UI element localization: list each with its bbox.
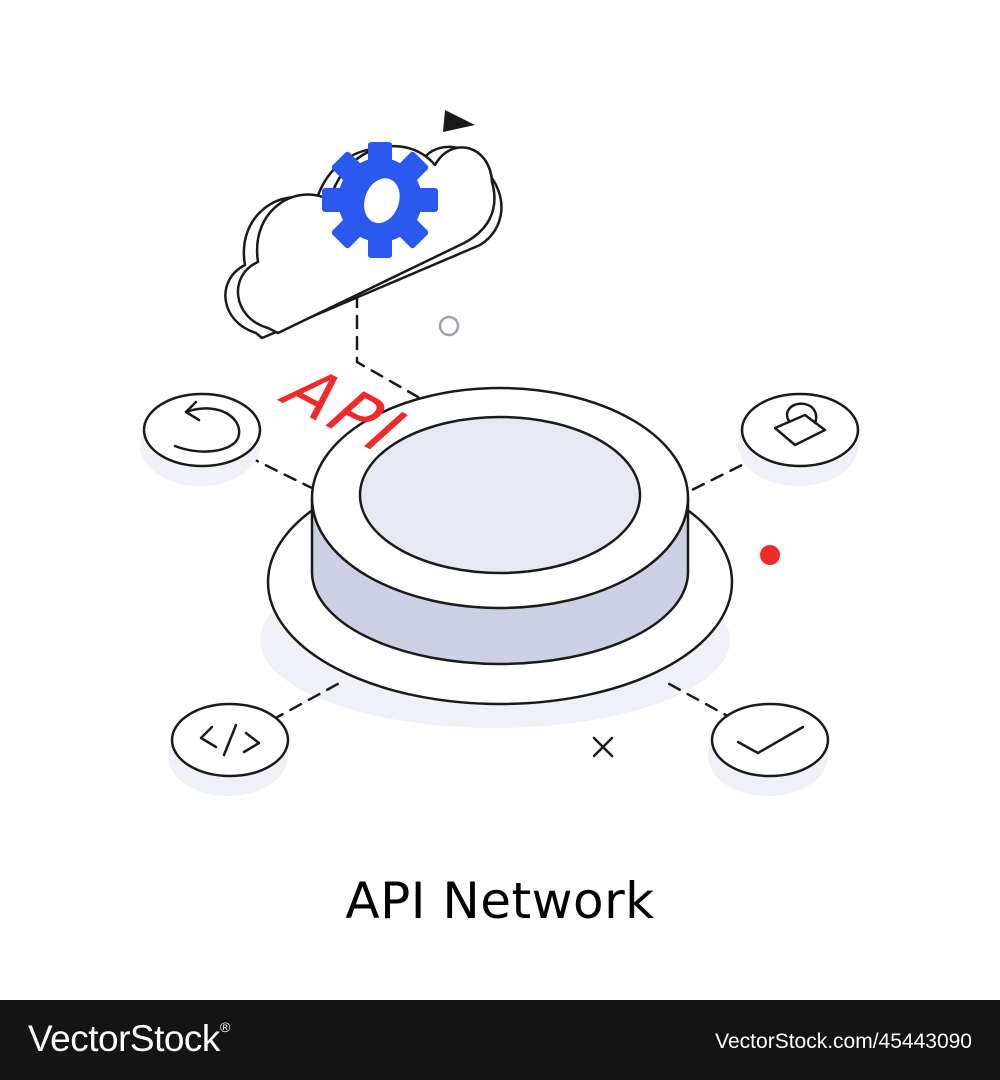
footer-bar: VectorStock® VectorStock.com/45443090 [0, 1000, 1000, 1080]
api-button-face [358, 415, 642, 575]
lock-icon [773, 402, 827, 447]
footer-brand-name: VectorStock [28, 1018, 220, 1059]
connector-code [270, 678, 347, 722]
dashed-connectors [245, 293, 762, 722]
lock-node [738, 392, 860, 486]
decor-red-dot [760, 545, 780, 565]
refresh-node [140, 392, 262, 486]
decor-ring [438, 315, 460, 337]
connector-cloud [355, 293, 420, 399]
connector-refresh [245, 454, 320, 493]
caption-title: API Network [345, 872, 655, 930]
connector-check [660, 678, 737, 722]
code-node [168, 702, 290, 796]
check-node [708, 702, 830, 796]
gear-icon [322, 142, 438, 258]
close-icon [592, 736, 614, 758]
footer-url: VectorStock.com/45443090 [715, 1030, 972, 1053]
api-network-illustration: API [140, 110, 860, 796]
code-icon [199, 723, 261, 757]
footer-trademark: ® [219, 1018, 230, 1035]
check-icon [736, 725, 805, 755]
footer-brand: VectorStock® [28, 1018, 230, 1060]
refresh-icon [173, 400, 241, 453]
